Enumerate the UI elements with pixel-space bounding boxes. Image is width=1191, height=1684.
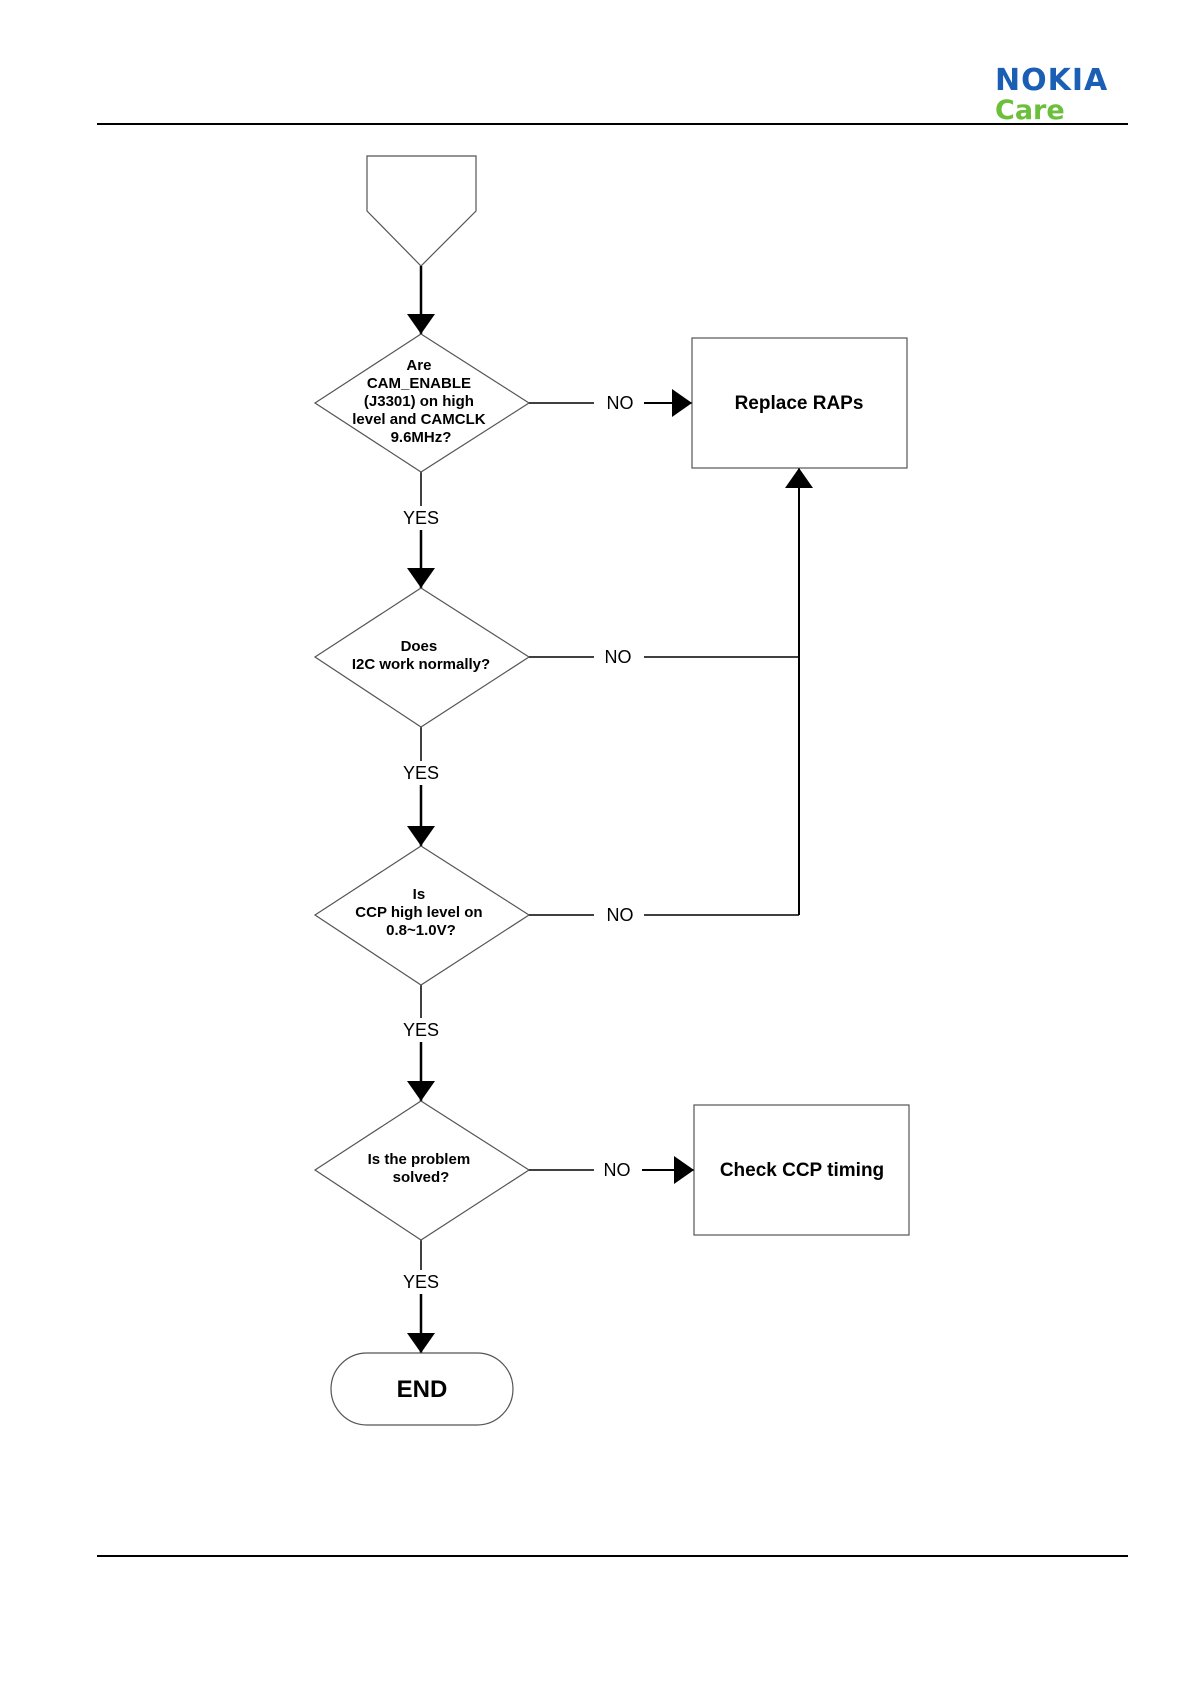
yes-label-1: YES bbox=[403, 508, 439, 528]
no-label-1: NO bbox=[607, 393, 634, 413]
replace-raps-text: Replace RAPs bbox=[735, 393, 864, 414]
no-label-3: NO bbox=[607, 905, 634, 925]
yes-label-3: YES bbox=[403, 1020, 439, 1040]
no-label-2: NO bbox=[605, 647, 632, 667]
check-ccp-timing-text: Check CCP timing bbox=[720, 1160, 884, 1181]
yes-label-2: YES bbox=[403, 763, 439, 783]
yes-label-4: YES bbox=[403, 1272, 439, 1292]
no-label-4: NO bbox=[604, 1160, 631, 1180]
end-text: END bbox=[397, 1376, 448, 1403]
offpage-connector bbox=[367, 156, 476, 266]
